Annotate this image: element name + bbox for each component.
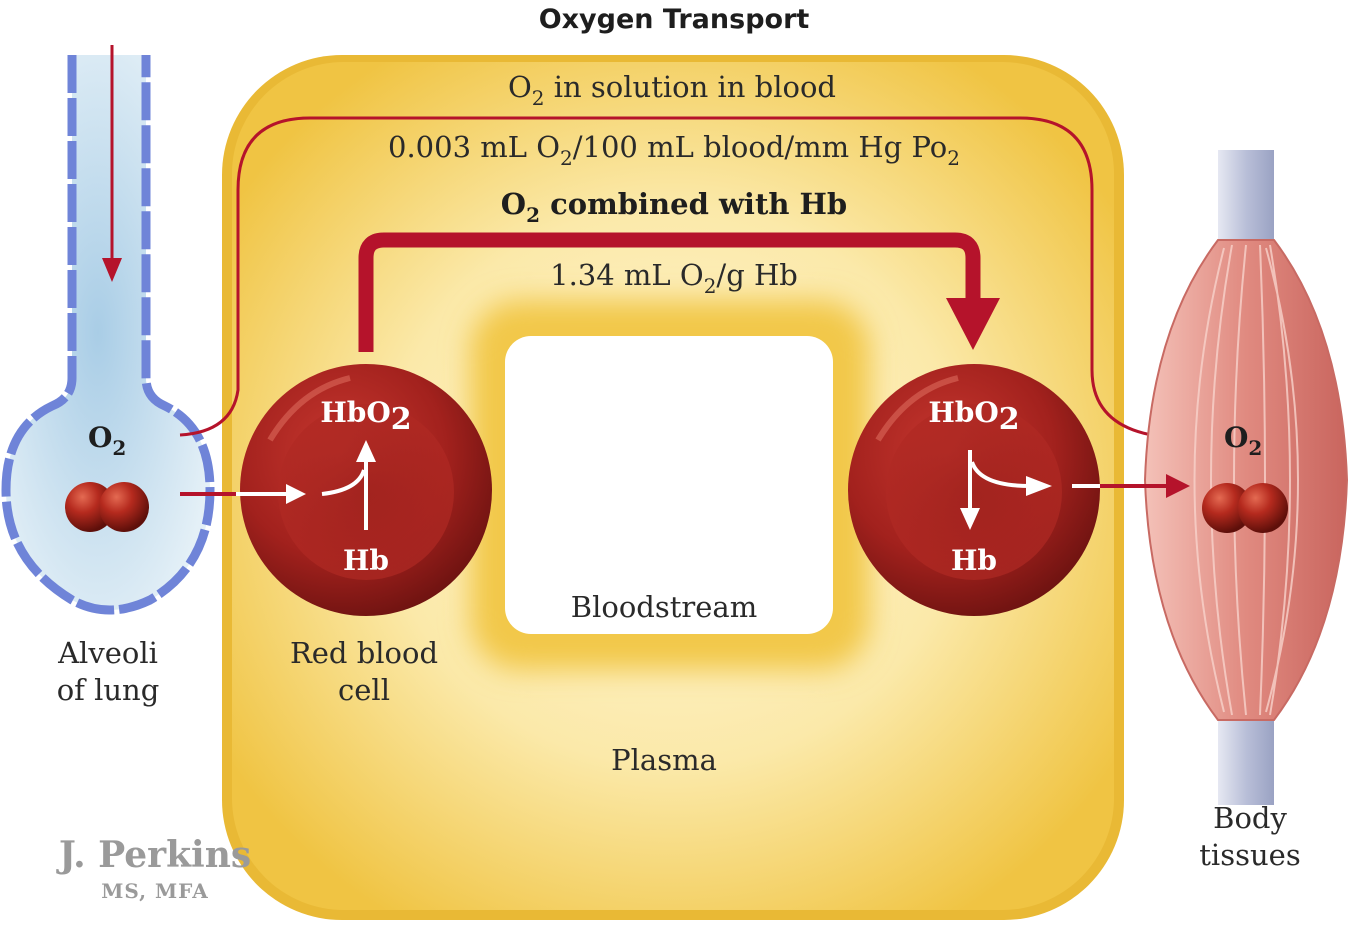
oxygen-atom-icon [1238,483,1288,533]
bloodstream-label: Bloodstream [571,590,757,624]
solution-rate-label: 0.003 mL O2/100 mL blood/mm Hg Po2 [388,130,960,170]
hb-rate-label: 1.34 mL O2/g Hb [550,258,798,298]
rbc-right-hb-label: Hb [951,544,997,577]
alveolus: O2 [1,45,215,615]
bloodstream-window [505,336,833,634]
alveolus-o2-label: O2 [88,421,126,460]
artist-signature: J. Perkins [56,834,251,876]
rbc-label-line1: Red blood [290,636,438,670]
tissue-o2-label: O2 [1224,421,1262,460]
rbc-right-hbo2-label: HbO2 [928,396,1019,437]
tissue-label-line1: Body [1213,801,1287,835]
artist-credentials: MS, MFA [101,879,208,903]
tissue-label-line2: tissues [1199,838,1300,872]
oxygen-atom-icon [1202,483,1252,533]
plasma-region [222,55,1124,920]
rbc-label-line2: cell [338,673,390,707]
rbc-left-hb-label: Hb [343,544,389,577]
body-tissue-muscle: O2 [1100,150,1349,805]
red-blood-cell-right: HbO2 Hb [848,364,1100,616]
diagram-title: Oxygen Transport [539,4,810,35]
hb-pathway-label: O2 combined with Hb [501,187,847,227]
alveoli-label-line2: of lung [57,673,160,707]
plasma-label: Plasma [611,743,717,777]
oxygen-atom-icon [99,482,149,532]
solution-pathway-label: O2 in solution in blood [508,70,836,110]
solution-pathway-arrow [179,116,1182,443]
rbc-left-hbo2-label: HbO2 [320,396,411,437]
red-blood-cell-left: HbO2 Hb [236,364,492,616]
alveoli-label-line1: Alveoli [57,636,158,670]
hb-pathway-arrow [358,232,981,352]
